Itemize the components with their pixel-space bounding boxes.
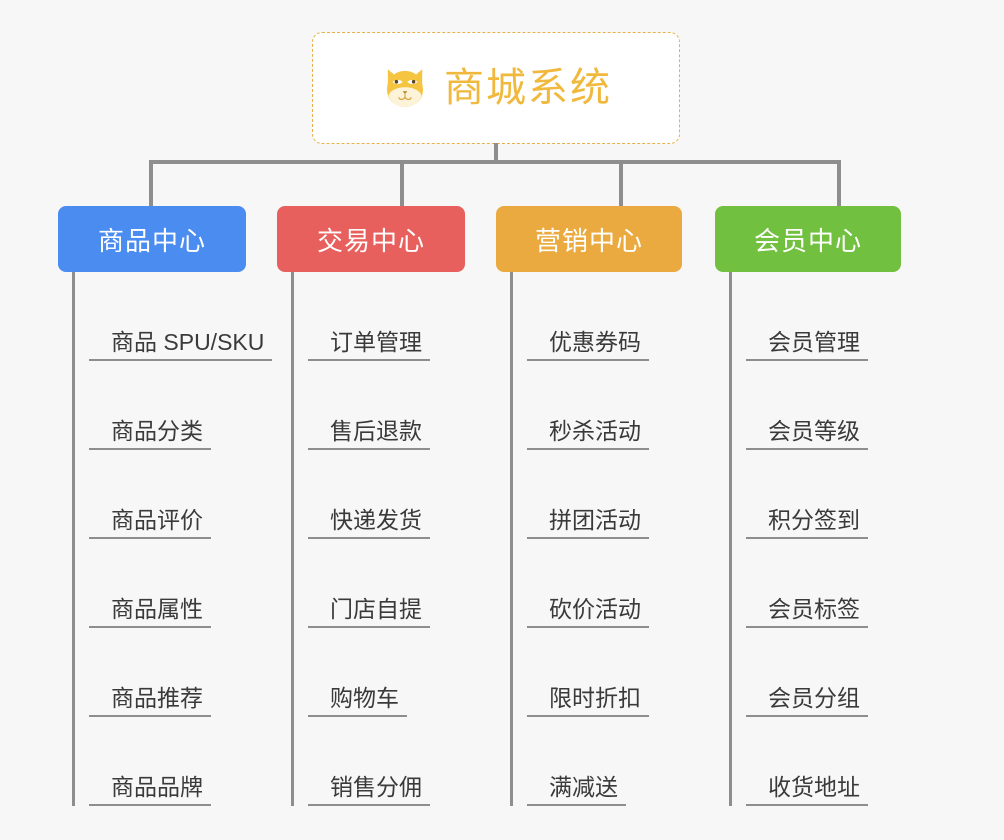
leaf-label: 销售分佣 (308, 774, 430, 806)
leaf-label: 优惠券码 (527, 329, 649, 361)
branch-header-label: 会员中心 (753, 225, 862, 256)
leaf-item[interactable]: 会员等级 (746, 361, 934, 450)
branch-header-label: 营销中心 (534, 225, 643, 256)
connector-drop-1 (149, 160, 153, 208)
connector-root-stem (494, 143, 498, 162)
root-node[interactable]: 商城系统 (312, 32, 680, 144)
leaf-label: 积分签到 (746, 507, 868, 539)
leaf-item[interactable]: 销售分佣 (308, 717, 496, 806)
leaf-item[interactable]: 商品品牌 (89, 717, 277, 806)
branch-header-marketing-center[interactable]: 营销中心 (496, 206, 682, 272)
branch-column-product-center: 商品中心 商品 SPU/SKU 商品分类 商品评价 商品属性 商品推荐 商品品牌 (58, 206, 277, 806)
leaf-item[interactable]: 满减送 (527, 717, 715, 806)
leaf-label: 售后退款 (308, 418, 430, 450)
leaf-item[interactable]: 限时折扣 (527, 628, 715, 717)
leaf-item[interactable]: 快递发货 (308, 450, 496, 539)
branch-header-label: 商品中心 (97, 225, 206, 256)
leaf-item[interactable]: 商品 SPU/SKU (89, 272, 277, 361)
leaf-item[interactable]: 订单管理 (308, 272, 496, 361)
leaf-item[interactable]: 会员标签 (746, 539, 934, 628)
leaf-label: 砍价活动 (527, 596, 649, 628)
leaf-item[interactable]: 拼团活动 (527, 450, 715, 539)
leaf-item[interactable]: 购物车 (308, 628, 496, 717)
branch-header-trade-center[interactable]: 交易中心 (277, 206, 465, 272)
leaf-label: 限时折扣 (527, 685, 649, 717)
leaf-label: 订单管理 (308, 329, 430, 361)
branch-header-product-center[interactable]: 商品中心 (58, 206, 246, 272)
leaf-item[interactable]: 积分签到 (746, 450, 934, 539)
leaf-list-trade-center: 订单管理 售后退款 快递发货 门店自提 购物车 销售分佣 (291, 272, 496, 806)
leaf-label: 会员标签 (746, 596, 868, 628)
branch-column-marketing-center: 营销中心 优惠券码 秒杀活动 拼团活动 砍价活动 限时折扣 满减送 (496, 206, 715, 806)
leaf-item[interactable]: 门店自提 (308, 539, 496, 628)
leaf-item[interactable]: 砍价活动 (527, 539, 715, 628)
leaf-label: 商品属性 (89, 596, 211, 628)
leaf-label: 会员等级 (746, 418, 868, 450)
leaf-label: 商品品牌 (89, 774, 211, 806)
leaf-item[interactable]: 会员分组 (746, 628, 934, 717)
connector-drop-3 (619, 160, 623, 208)
leaf-item[interactable]: 优惠券码 (527, 272, 715, 361)
root-title: 商城系统 (444, 66, 612, 110)
leaf-label: 会员管理 (746, 329, 868, 361)
leaf-item[interactable]: 商品推荐 (89, 628, 277, 717)
branch-header-member-center[interactable]: 会员中心 (715, 206, 901, 272)
leaf-label: 门店自提 (308, 596, 430, 628)
branch-header-label: 交易中心 (316, 225, 425, 256)
leaf-list-product-center: 商品 SPU/SKU 商品分类 商品评价 商品属性 商品推荐 商品品牌 (72, 272, 277, 806)
leaf-label: 商品 SPU/SKU (89, 329, 273, 361)
leaf-label: 商品推荐 (89, 685, 211, 717)
leaf-label: 收货地址 (746, 774, 868, 806)
leaf-item[interactable]: 商品评价 (89, 450, 277, 539)
leaf-label: 满减送 (527, 774, 626, 806)
connector-drop-2 (400, 160, 404, 208)
leaf-item[interactable]: 会员管理 (746, 272, 934, 361)
leaf-label: 购物车 (308, 685, 407, 717)
leaf-label: 商品评价 (89, 507, 211, 539)
leaf-list-member-center: 会员管理 会员等级 积分签到 会员标签 会员分组 收货地址 (729, 272, 934, 806)
branch-columns: 商品中心 商品 SPU/SKU 商品分类 商品评价 商品属性 商品推荐 商品品牌… (0, 206, 1004, 806)
leaf-item[interactable]: 秒杀活动 (527, 361, 715, 450)
leaf-label: 拼团活动 (527, 507, 649, 539)
leaf-item[interactable]: 商品分类 (89, 361, 277, 450)
leaf-item[interactable]: 收货地址 (746, 717, 934, 806)
shiba-dog-icon (387, 69, 423, 107)
connector-drop-4 (837, 160, 841, 208)
leaf-list-marketing-center: 优惠券码 秒杀活动 拼团活动 砍价活动 限时折扣 满减送 (510, 272, 715, 806)
connector-horizontal-bus (149, 160, 841, 164)
leaf-label: 会员分组 (746, 685, 868, 717)
leaf-item[interactable]: 售后退款 (308, 361, 496, 450)
leaf-label: 秒杀活动 (527, 418, 649, 450)
leaf-label: 快递发货 (308, 507, 430, 539)
branch-column-member-center: 会员中心 会员管理 会员等级 积分签到 会员标签 会员分组 收货地址 (715, 206, 934, 806)
leaf-item[interactable]: 商品属性 (89, 539, 277, 628)
leaf-label: 商品分类 (89, 418, 211, 450)
branch-column-trade-center: 交易中心 订单管理 售后退款 快递发货 门店自提 购物车 销售分佣 (277, 206, 496, 806)
